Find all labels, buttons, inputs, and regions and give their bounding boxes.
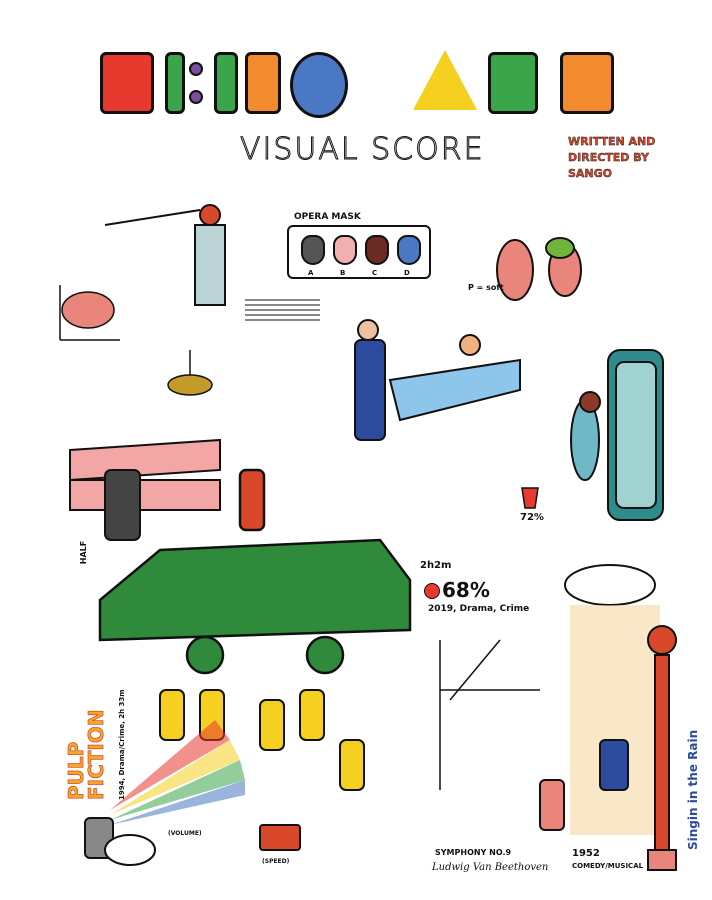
logo-letter-a xyxy=(413,50,477,110)
car xyxy=(98,468,412,675)
mask-option-label: A xyxy=(308,269,314,277)
rainbow-beam xyxy=(110,720,245,825)
opera-mask-box: A B C D xyxy=(287,225,431,279)
music-staff xyxy=(245,299,320,321)
singin-year: 1952 xyxy=(572,848,600,859)
math-graph xyxy=(59,285,120,341)
credit-line: WRITTEN AND xyxy=(568,135,656,148)
logo-letter-o xyxy=(290,52,348,118)
credit-line: DIRECTED BY xyxy=(568,151,650,164)
credit-line: SANGO xyxy=(568,167,613,180)
logo-letter-r xyxy=(488,52,538,114)
mask-c[interactable]: C xyxy=(365,235,389,277)
logo-letter-t xyxy=(560,52,614,114)
pulp-fiction-info: 1994, Drama/Crime, 2h 33m xyxy=(118,689,126,800)
speed-label: (SPEED) xyxy=(262,858,290,865)
dancers xyxy=(496,237,582,301)
mask-a[interactable]: A xyxy=(301,235,325,277)
title-line: FICTION xyxy=(84,709,109,800)
subtitle: VISUAL SCORE xyxy=(240,132,485,168)
mask-b[interactable]: B xyxy=(333,235,357,277)
price-note: P = soft xyxy=(468,283,504,292)
phone-hand xyxy=(84,817,156,866)
popcorn-icon xyxy=(521,487,539,509)
volume-label: (VOLUME) xyxy=(168,830,202,837)
logo-letter-i xyxy=(165,52,185,114)
tomato-icon xyxy=(424,583,440,599)
beethoven-signature: Ludwig Van Beethoven xyxy=(432,862,549,873)
credit: WRITTEN AND DIRECTED BY SANGO xyxy=(568,134,656,182)
mummy-case xyxy=(570,349,664,521)
joker-rating: 68% xyxy=(442,578,490,602)
logo-letter-d xyxy=(214,52,238,114)
half-label: HALF xyxy=(79,540,89,565)
cassette xyxy=(259,824,301,851)
logo-letter-v xyxy=(100,52,154,114)
piano xyxy=(69,438,221,541)
mask-d[interactable]: D xyxy=(397,235,421,277)
mask-option-label: B xyxy=(340,269,346,277)
mask-option-label: D xyxy=(404,269,410,277)
mask-option-label: C xyxy=(372,269,378,277)
symphony-label: SYMPHONY NO.9 xyxy=(435,848,512,857)
cloud-rain xyxy=(564,564,660,835)
display-counter xyxy=(388,334,521,422)
chandelier xyxy=(167,350,213,396)
rain-dancers xyxy=(539,739,629,831)
joker-runtime: 2h2m xyxy=(420,560,452,571)
lamp-post xyxy=(647,625,677,871)
title-logo xyxy=(0,0,712,120)
logo-dots xyxy=(189,62,203,76)
pulp-fiction-title: PULP FICTION xyxy=(64,709,109,800)
logo-dots xyxy=(189,90,203,104)
singer-figure xyxy=(354,319,386,441)
joker-info: 2019, Drama, Crime xyxy=(428,604,530,614)
logo-letter-e xyxy=(245,52,281,114)
singin-genre: COMEDY/MUSICAL xyxy=(572,862,644,870)
graph-axes xyxy=(439,639,540,790)
prism-figure xyxy=(104,204,226,306)
singin-title: Singin in the Rain xyxy=(686,729,700,850)
title-line: PULP xyxy=(64,741,89,800)
popcorn-rating: 72% xyxy=(520,512,544,523)
opera-mask-label: OPERA MASK xyxy=(294,212,361,222)
